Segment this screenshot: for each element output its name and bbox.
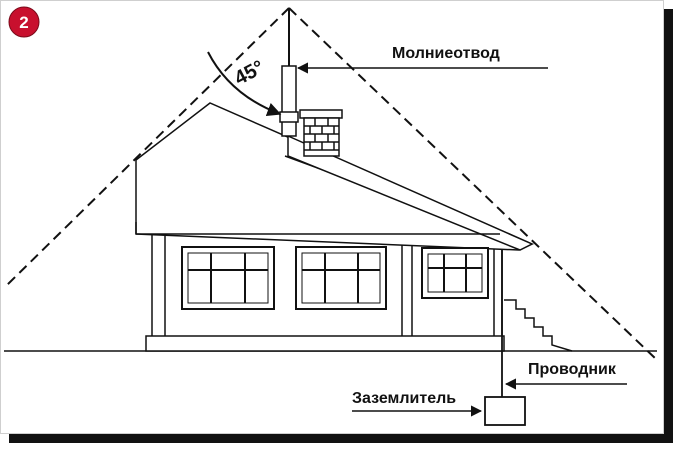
window-middle — [295, 246, 387, 310]
lightning-rod-label: Молниеотвод — [392, 45, 500, 62]
conductor-label: Проводник — [528, 361, 617, 378]
ground-electrode — [484, 396, 526, 426]
badge-number: 2 — [19, 13, 28, 32]
figure-number-badge: 2 — [8, 6, 40, 38]
chimney — [299, 109, 343, 157]
angle-label: 45° — [231, 56, 268, 90]
protection-zone-cone — [5, 7, 658, 361]
cone-right-line — [288, 7, 658, 361]
lightning-rod — [279, 8, 299, 137]
window-left — [181, 246, 275, 310]
roof-fascia — [287, 134, 534, 251]
window-right — [421, 247, 489, 299]
house-foundation — [145, 335, 505, 352]
porch-steps — [504, 299, 573, 352]
angle-arc — [207, 51, 282, 117]
ground-electrode-label: Заземлитель — [352, 390, 456, 407]
cone-left-line — [5, 7, 290, 287]
badge-circle — [8, 6, 40, 38]
